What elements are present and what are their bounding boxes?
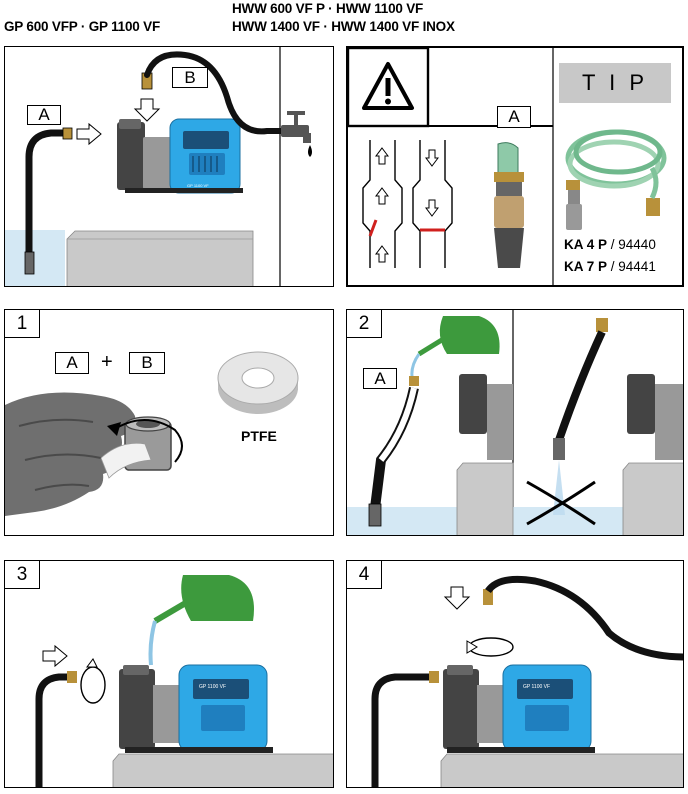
step-3-pump-model: GP 1100 VF [199, 684, 227, 690]
step-4-pump-model: GP 1100 VF [523, 684, 551, 690]
step-1-number: 1 [5, 310, 40, 338]
overview-pump-model: GP 1100 VF [187, 183, 209, 188]
tip-item-code: 94441 [618, 259, 656, 274]
check-valve-open-diagram [362, 140, 403, 268]
warning-triangle-icon [362, 62, 414, 110]
tip-item-model: KA 4 P [564, 237, 608, 252]
suction-hose-filling [368, 376, 419, 527]
step-1-illustration [5, 351, 299, 516]
suction-hose [24, 127, 73, 275]
hand-illustration [5, 392, 136, 516]
pump-partial-right [627, 374, 683, 460]
rotate-arrow-icon [80, 658, 106, 704]
step-3-panel: 3 GP 1100 VF [4, 560, 334, 788]
tip-item-model: KA 7 P [564, 259, 608, 274]
arrow-down-icon [443, 586, 471, 610]
watering-can-icon [153, 575, 254, 624]
step-3-number: 3 [5, 561, 40, 589]
rotate-arrow-icon [466, 637, 514, 657]
hose-empty-wrong [553, 318, 608, 515]
step-1-panel: 1 A + B PTFE [4, 309, 334, 536]
step-2-panel: 2 A [346, 309, 684, 536]
water-reservoir [5, 230, 65, 286]
arrow-right-icon [42, 644, 68, 668]
tip-item-code: 94440 [618, 237, 656, 252]
coiled-hose-icon [565, 129, 667, 230]
pump [443, 664, 595, 753]
warning-label-a: A [497, 106, 531, 128]
warning-panel: A T I P KA 4 P / 94440 KA 7 P / 94441 [346, 46, 684, 287]
tip-item-ka4p: KA 4 P / 94440 [564, 237, 656, 252]
ptfe-roll-icon [217, 351, 299, 414]
pressure-hose [141, 51, 286, 135]
watering-can-icon [417, 316, 500, 357]
tip-title: T I P [581, 70, 649, 95]
step-4-number: 4 [347, 561, 382, 589]
pump-partial-left [459, 374, 513, 460]
step-1-label-a: A [55, 352, 89, 374]
pressure-hose [483, 575, 683, 661]
pump [117, 118, 243, 194]
water-tap-icon [281, 111, 312, 157]
step-2-illustration [347, 310, 683, 535]
step-3-illustration [35, 575, 333, 787]
tip-item-ka7p: KA 7 P / 94441 [564, 259, 656, 274]
step-2-number: 2 [347, 310, 382, 338]
arrow-down-icon [133, 98, 161, 122]
header-right-models-line2: HWW 1400 VF · HWW 1400 VF INOX [232, 19, 455, 34]
step-1-plus: + [101, 351, 113, 373]
step-4-illustration [371, 575, 683, 787]
header-left-models: GP 600 VFP · GP 1100 VF [4, 19, 160, 34]
header-right-models-line1: HWW 600 VF P · HWW 1100 VF [232, 1, 424, 16]
cross-out-icon [526, 480, 596, 526]
tip-title-bg [559, 63, 671, 103]
arrow-right-icon [76, 122, 102, 146]
overview-illustration [5, 47, 312, 286]
rotate-arrow-icon [107, 419, 183, 463]
step-4-panel: 4 GP 1100 VF [346, 560, 684, 788]
step-1-label-b: B [129, 352, 165, 374]
overview-label-b: B [172, 67, 208, 88]
pump [119, 664, 273, 753]
ptfe-label: PTFE [241, 428, 277, 444]
overview-label-a: A [27, 105, 61, 125]
counter-block [66, 230, 254, 286]
suction-filter-valve [494, 142, 524, 268]
check-valve-closed-diagram [412, 140, 453, 268]
step-2-label-a: A [363, 368, 397, 389]
ptfe-tape-strip [100, 442, 152, 479]
overview-panel: A B GP 1100 VF [4, 46, 334, 287]
